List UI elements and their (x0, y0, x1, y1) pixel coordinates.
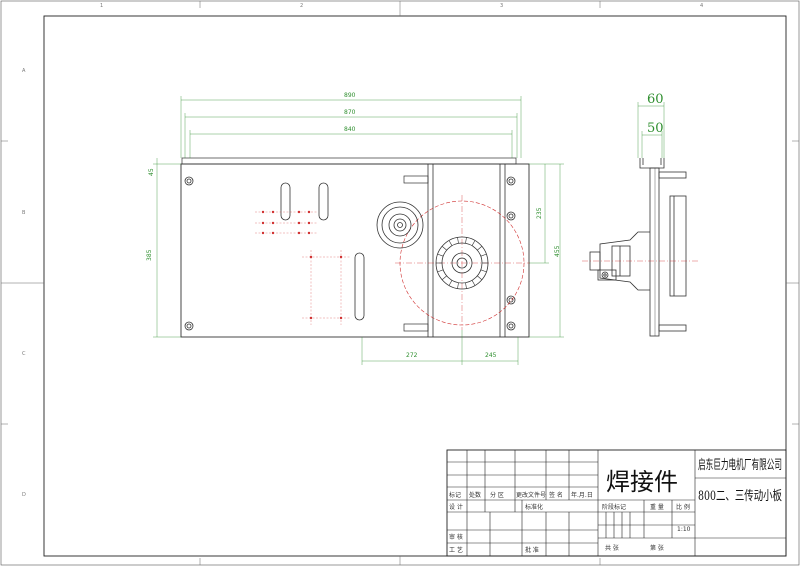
front-view (180, 157, 530, 338)
role-process: 工 艺 (449, 546, 463, 554)
side-dimensions (637, 102, 665, 158)
hole-centerlines (255, 211, 350, 325)
hdr-zone: 分 区 (490, 491, 504, 499)
dim-left-edge: 45 (148, 168, 155, 176)
gear-tooth (465, 237, 467, 244)
zone-left-c: C (22, 351, 26, 357)
gear-tooth (477, 246, 483, 251)
gear-tooth (471, 280, 476, 286)
top-strip (181, 157, 517, 165)
dim-channel-inner: 50 (647, 121, 664, 136)
title-block (446, 449, 787, 557)
main-plate (180, 163, 530, 338)
mount-ear (403, 323, 429, 332)
gear-tooth (457, 282, 459, 289)
side-view (589, 158, 687, 337)
gear-tooth (437, 269, 444, 273)
role-standardize: 标准化 (525, 503, 543, 511)
small-holes (261, 210, 343, 320)
dim-right-height: 455 (554, 245, 561, 257)
stage-weight: 重 量 (650, 503, 664, 511)
zone-top-3: 3 (500, 3, 503, 9)
gear-tooth (480, 269, 487, 273)
gear-tooth (448, 280, 453, 286)
gear-teeth (436, 237, 488, 289)
hdr-sign: 签 名 (549, 491, 563, 499)
dim-overall-width: 890 (344, 92, 356, 99)
dim-inner-width: 840 (344, 126, 356, 133)
hdr-date: 年.月.日 (571, 491, 593, 499)
slot (318, 182, 329, 221)
gear-tooth (480, 253, 487, 257)
company-name: 启东巨力电机厂有限公司 (698, 458, 782, 473)
zone-left-a: A (22, 68, 26, 74)
corner-bolts (184, 176, 516, 331)
gear-tooth (448, 240, 453, 246)
role-review: 审 核 (449, 533, 463, 541)
role-approve: 批 准 (525, 546, 539, 554)
zone-top-4: 4 (700, 3, 703, 9)
dim-right-upper: 235 (536, 207, 543, 219)
pulley (376, 201, 424, 249)
front-dimensions (153, 96, 564, 365)
zone-top-2: 2 (300, 3, 303, 9)
zone-left-b: B (22, 210, 26, 216)
stage-ratio: 比 例 (676, 503, 690, 511)
inner-border (43, 15, 787, 557)
sheets-index: 第 张 (650, 544, 664, 552)
role-design: 设 计 (449, 503, 463, 511)
dim-middle-width: 870 (344, 109, 356, 116)
sheets-total: 共 张 (605, 544, 619, 552)
slot (354, 252, 365, 321)
gear-tooth (441, 275, 447, 280)
hdr-mark: 标记 (449, 491, 461, 499)
stage-mark: 阶段标记 (602, 503, 626, 511)
gear-tooth (437, 253, 444, 257)
gear-tooth (465, 282, 467, 289)
dim-channel-outer: 60 (647, 92, 664, 107)
dim-bottom-right: 245 (485, 352, 497, 359)
gear-tooth (471, 240, 476, 246)
dim-left-height: 385 (146, 249, 153, 261)
gear-tooth (457, 237, 459, 244)
mount-ear (403, 175, 429, 184)
part-name: 焊接件 (606, 468, 678, 496)
gear-tooth (441, 246, 447, 251)
gear-tooth (477, 275, 483, 280)
zone-left-d: D (22, 492, 26, 498)
hdr-count: 处数 (469, 491, 481, 499)
hdr-change-doc: 更改文件号 (516, 491, 546, 499)
scale-value: 1:10 (677, 526, 691, 533)
zone-top-1: 1 (100, 3, 103, 9)
dim-bottom-left: 272 (406, 352, 418, 359)
drawing-title: 800二、三传动小板 (698, 489, 782, 504)
slot (280, 182, 291, 221)
